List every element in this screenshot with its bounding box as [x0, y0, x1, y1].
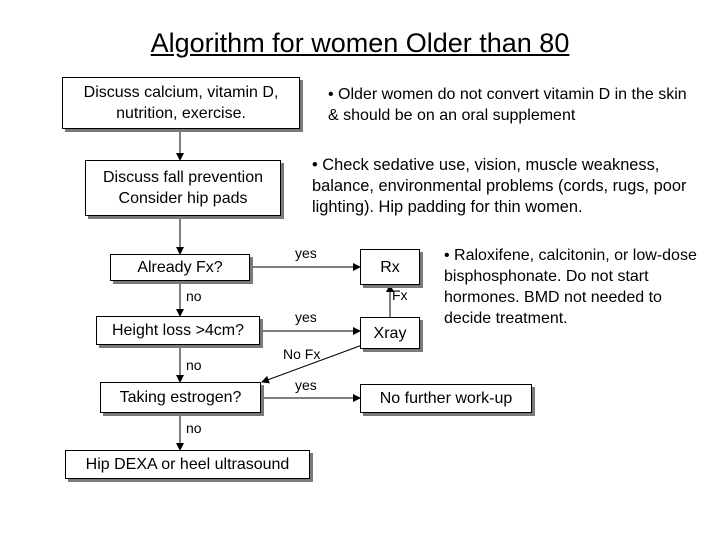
taking-estrogen-text: Taking estrogen?: [119, 389, 242, 406]
xray-box: Xray: [360, 317, 420, 349]
label-no-heightloss: no: [186, 357, 202, 373]
label-yes-heightloss: yes: [295, 309, 317, 325]
rx-text: Rx: [380, 258, 400, 276]
fall-prevention-box: Discuss fall prevention Consider hip pad…: [85, 160, 281, 216]
fall-prevention-line-2: Consider hip pads: [118, 190, 248, 207]
fall-prevention-line-1: Discuss fall prevention: [102, 169, 264, 186]
already-fx-box: Already Fx?: [110, 254, 250, 281]
already-fx-text: Already Fx?: [137, 259, 223, 276]
arrow-xray-nofx-to-estrogen: [261, 343, 366, 384]
label-fx: Fx: [392, 287, 408, 303]
page-title: Algorithm for women Older than 80: [150, 28, 570, 58]
hip-dexa-text: Hip DEXA or heel ultrasound: [85, 456, 290, 473]
no-further-box: No further work-up: [360, 384, 532, 413]
sedative-note: • Check sedative use, vision, muscle wea…: [312, 156, 687, 216]
discuss-calcium-box: Discuss calcium, vitamin D, nutrition, e…: [62, 77, 300, 129]
xray-text: Xray: [373, 324, 407, 342]
label-no-estrogen: no: [186, 420, 202, 436]
height-loss-box: Height loss >4cm?: [96, 316, 260, 345]
raloxifene-note: • Raloxifene, calcitonin, or low-dose bi…: [444, 247, 697, 327]
rx-box: Rx: [360, 249, 420, 285]
vitamin-d-note: • Older women do not convert vitamin D i…: [328, 86, 687, 124]
no-further-text: No further work-up: [379, 390, 513, 407]
label-yes-alreadyfx: yes: [295, 245, 317, 261]
label-no-fx: No Fx: [283, 346, 321, 362]
label-yes-estrogen: yes: [295, 377, 317, 393]
taking-estrogen-box: Taking estrogen?: [100, 382, 261, 413]
height-loss-text: Height loss >4cm?: [111, 322, 245, 339]
discuss-calcium-text: Discuss calcium, vitamin D, nutrition, e…: [83, 84, 279, 122]
hip-dexa-box: Hip DEXA or heel ultrasound: [65, 450, 310, 479]
label-no-alreadyfx: no: [186, 288, 202, 304]
